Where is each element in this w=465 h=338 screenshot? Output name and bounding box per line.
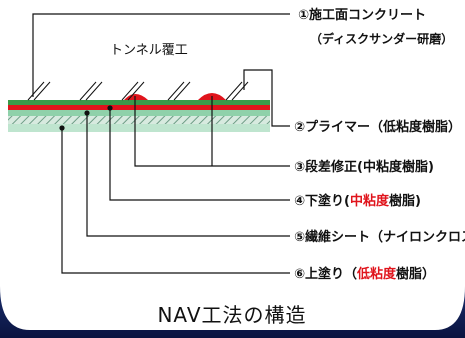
layer-label-7: ⑥上塗り（低粘度樹脂）: [294, 266, 435, 282]
surface-hatch-marks: [27, 81, 249, 101]
step-correction-bump-1: [124, 94, 148, 100]
leader-dots: [59, 105, 113, 131]
layer-fiber-sheet: [8, 110, 270, 116]
layer-label-text: 段差修正(中粘度樹脂): [305, 159, 434, 175]
layer-label-text: 樹脂）: [396, 266, 435, 282]
layer-label-number: ④: [294, 194, 305, 209]
leader-3: [134, 96, 290, 167]
layer-label-text: （ディスクサンダー研磨）: [310, 31, 453, 46]
layer-label-highlight: 低粘度: [356, 266, 397, 282]
layer-label-number: ②: [294, 120, 305, 135]
layer-label-text: プライマー（低粘度樹脂）: [305, 119, 461, 135]
leader-lines: [32, 13, 290, 274]
layer-undercoat-red: [8, 105, 270, 110]
bottom-frame: [0, 286, 465, 338]
layer-label-4: ③段差修正(中粘度樹脂): [294, 159, 434, 175]
layer-label-3: ②プライマー（低粘度樹脂）: [294, 119, 461, 135]
layer-label-1: ①施工面コンクリート: [298, 7, 426, 23]
layer-label-number: ③: [294, 160, 305, 175]
layer-label-text: 上塗り（: [305, 266, 357, 282]
layer-label-number: ⑤: [294, 230, 305, 245]
leader-6: [61, 128, 290, 274]
leader-4: [109, 108, 290, 201]
layer-label-number: ①: [298, 8, 309, 23]
layer-concrete: [8, 124, 270, 132]
layer-label-highlight: 中粘度: [350, 193, 390, 209]
layer-label-text: 施工面コンクリート: [309, 7, 426, 23]
diagram-title: NAV工法の構造: [157, 303, 306, 327]
layer-label-text: 繊維シート（ナイロンクロス）: [305, 229, 465, 245]
layer-labels: ①施工面コンクリート （ディスクサンダー研磨） ②プライマー（低粘度樹脂） ③段差修正…: [294, 7, 465, 282]
layer-label-5: ④下塗り(中粘度樹脂): [294, 193, 421, 209]
layer-label-2: （ディスクサンダー研磨）: [310, 31, 453, 46]
layer-top-coat: [8, 100, 270, 105]
layer-label-number: ⑥: [294, 267, 305, 282]
leader-5: [86, 113, 290, 237]
tunnel-lining-label: トンネル覆工: [110, 43, 188, 58]
layer-label-6: ⑤繊維シート（ナイロンクロス）: [294, 229, 465, 245]
leader-2: [243, 69, 290, 127]
layer-label-text: 樹脂): [389, 193, 421, 209]
leader-1: [32, 13, 290, 97]
layer-primer-hatch: [8, 116, 270, 124]
layer-label-text: 下塗り(: [305, 193, 350, 209]
